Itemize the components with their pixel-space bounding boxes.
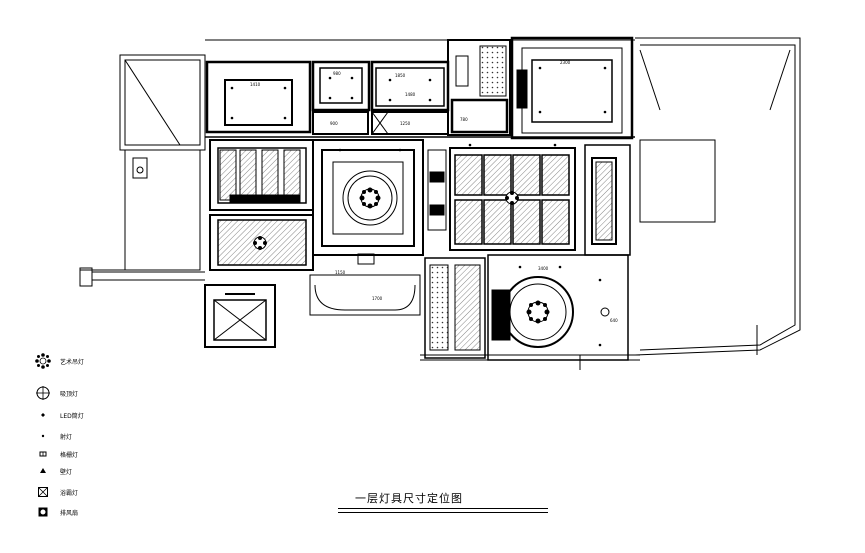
entry-foyer: [309, 274, 421, 316]
dimension-label: 780: [460, 117, 468, 122]
legend-item-bath-heater: 排风扇: [34, 503, 78, 521]
legend-item-spotlight: 射灯: [34, 427, 72, 445]
legend-label: LED筒灯: [60, 412, 84, 420]
spotlight-icon: [34, 427, 52, 445]
led-downlight-icon: [34, 406, 52, 424]
dimension-label: 3400: [538, 266, 549, 271]
dining-grid-chandelier-icon: [505, 191, 519, 205]
right-balcony-outline: [634, 37, 801, 356]
top-room-2: [311, 60, 371, 112]
grille-light-icon: [34, 445, 52, 463]
drawing-title: 一层灯具尺寸定位图: [355, 492, 463, 505]
central-living-room: [312, 139, 424, 256]
legend-label: 排风扇: [60, 509, 79, 517]
top-right-room: [510, 36, 634, 140]
central-chandelier-icon: [359, 187, 381, 209]
title-underline: [338, 508, 548, 509]
top-room-3: [370, 60, 450, 112]
dimension-label: 1150: [335, 270, 346, 275]
led-downlights: [230, 66, 607, 347]
legend-item-chandelier: 艺术吊灯: [34, 352, 84, 370]
legend-item-grille-light: 格栅灯: [34, 445, 78, 463]
elevator-shaft: [204, 284, 276, 348]
left-pillar: [79, 267, 93, 287]
legend-label: 格栅灯: [60, 451, 79, 459]
exhaust-lamp-icon: [34, 483, 52, 501]
bath-heater-icon: [34, 503, 52, 521]
round-room-chandelier-icon: [526, 300, 550, 324]
dimension-label: 1700: [372, 296, 383, 301]
dimension-label: 900: [330, 121, 338, 126]
ceiling-lamp-icon: [34, 384, 52, 402]
stair-block: [424, 257, 486, 359]
dimension-label: 1250: [400, 121, 411, 126]
legend-label: 射灯: [60, 433, 73, 441]
legend-label: 艺术吊灯: [60, 358, 85, 366]
legend-item-led-downlight: LED筒灯: [34, 406, 84, 424]
legend-item-exhaust-lamp: 浴霸灯: [34, 483, 78, 501]
top-left-room: [205, 60, 312, 134]
dimension-label: 2300: [560, 60, 571, 65]
dimension-label: 980: [333, 71, 341, 76]
dimension-label: 1850: [395, 73, 406, 78]
left-balcony-outline: [119, 54, 206, 151]
dining-west-chandelier-icon: [253, 236, 267, 250]
wall-lamp-icon: [34, 462, 52, 480]
left-service-room: [124, 149, 201, 271]
legend-item-ceiling-lamp: 吸顶灯: [34, 384, 78, 402]
dimension-label: 1410: [250, 82, 261, 87]
dining-room-grid: [449, 147, 576, 251]
chandelier-icon: [34, 352, 52, 370]
title-underline-thin: [338, 512, 548, 513]
dimension-label: 640: [610, 318, 618, 323]
legend-label: 吸顶灯: [60, 390, 79, 398]
dimension-label: 1480: [405, 92, 416, 97]
legend-label: 壁灯: [60, 468, 73, 476]
legend-label: 浴霸灯: [60, 489, 79, 497]
legend-item-wall-lamp: 壁灯: [34, 462, 72, 480]
